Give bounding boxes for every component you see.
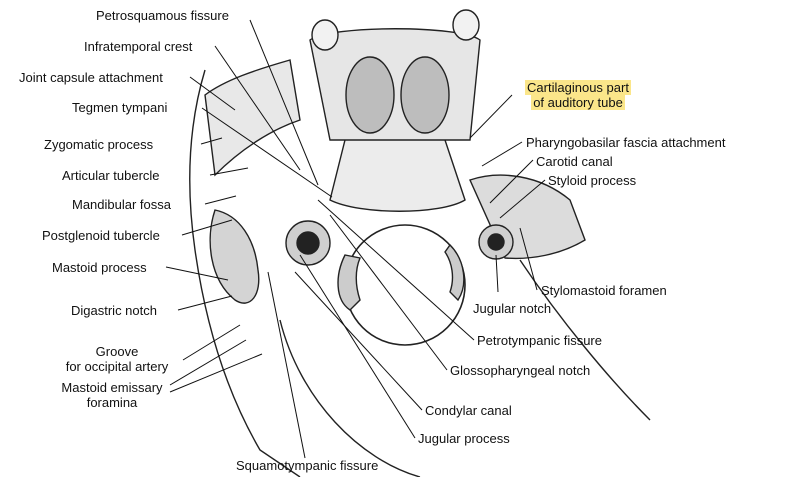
leader-mastoid-process: [165, 266, 229, 281]
label-petrotympanic-fissure: Petrotympanic fissure: [477, 333, 602, 348]
label-tegmen-tympani: Tegmen tympani: [72, 100, 168, 115]
label-mastoid-emissary-line1: Mastoid emissary: [61, 380, 163, 395]
label-postglenoid-tubercle: Postglenoid tubercle: [42, 228, 160, 243]
leader-squamotympanic-fissure: [267, 271, 306, 459]
label-mastoid-process: Mastoid process: [52, 260, 147, 275]
leader-mastoid-emissary-2: [169, 353, 263, 393]
label-carotid-canal: Carotid canal: [536, 154, 613, 169]
label-petrosquamous-fissure: Petrosquamous fissure: [96, 8, 229, 23]
label-mandibular-fossa: Mandibular fossa: [72, 197, 171, 212]
label-cartilaginous-part-of-auditory-tube: Cartilaginous part of auditory tube: [513, 80, 643, 110]
label-joint-capsule-attachment: Joint capsule attachment: [19, 70, 163, 85]
leader-articular-tubercle: [209, 167, 249, 176]
choana-left: [345, 56, 395, 134]
basilar-part: [329, 128, 466, 212]
label-mastoid-emissary-foramina: Mastoid emissary foramina: [54, 380, 170, 410]
label-groove-for-occipital-artery: Groove for occipital artery: [46, 344, 188, 374]
leader-postglenoid-tubercle: [181, 219, 233, 236]
occipital-condyle-left: [337, 254, 361, 311]
leader-infratemporal-crest: [214, 45, 301, 171]
occipital-condyle-right: [444, 243, 465, 302]
leader-groove: [182, 324, 241, 361]
zygomatic-arch: [204, 59, 301, 177]
label-pharyngobasilar-fascia-attachment: Pharyngobasilar fascia attachment: [526, 135, 726, 150]
label-glossopharyngeal-notch: Glossopharyngeal notch: [450, 363, 591, 378]
leader-jugular-notch: [495, 254, 499, 293]
leader-pharyngobasilar: [481, 141, 523, 167]
label-groove-line2: for occipital artery: [65, 359, 169, 374]
choana-right: [400, 56, 450, 134]
leader-mandibular-fossa: [204, 195, 237, 205]
label-stylomastoid-foramen: Stylomastoid foramen: [541, 283, 667, 298]
leader-carotid-canal: [489, 159, 534, 204]
label-digastric-notch: Digastric notch: [71, 303, 157, 318]
leader-joint-capsule-attachment: [189, 76, 236, 111]
leader-jugular-process: [299, 254, 416, 439]
leader-petrosquamous-fissure: [249, 19, 319, 186]
leader-glossopharyngeal-notch: [329, 214, 448, 371]
label-condylar-canal: Condylar canal: [425, 403, 512, 418]
leader-stylomastoid-foramen: [519, 227, 538, 291]
tooth-left: [311, 19, 339, 51]
ear-canal-inner: [296, 231, 320, 255]
label-jugular-notch: Jugular notch: [473, 301, 552, 316]
label-styloid-process: Styloid process: [548, 173, 637, 188]
choanae-region: [309, 28, 481, 141]
label-infratemporal-crest: Infratemporal crest: [84, 39, 193, 54]
label-cartilaginous-line2: of auditory tube: [531, 95, 625, 110]
leader-styloid-process: [499, 179, 546, 219]
skull-outline-left: [189, 69, 301, 477]
label-articular-tubercle: Articular tubercle: [62, 168, 160, 183]
leader-lines: [165, 19, 546, 459]
label-groove-line1: Groove: [95, 344, 139, 359]
jugular-foramen-right-inner: [487, 233, 505, 251]
leader-condylar-canal: [294, 271, 423, 411]
label-cartilaginous-line1: Cartilaginous part: [525, 80, 631, 95]
leader-cartilaginous-part: [469, 94, 513, 139]
leader-mastoid-emissary-1: [169, 339, 247, 386]
leader-tegmen-tympani: [201, 107, 333, 198]
label-zygomatic-process: Zygomatic process: [44, 137, 154, 152]
leader-digastric-notch: [177, 295, 233, 311]
mastoid-shape: [209, 209, 260, 304]
label-jugular-process: Jugular process: [418, 431, 510, 446]
tooth-right: [452, 9, 480, 41]
leader-zygomatic-process: [200, 137, 223, 145]
label-mastoid-emissary-line2: foramina: [86, 395, 138, 410]
label-squamotympanic-fissure: Squamotympanic fissure: [236, 458, 379, 473]
foramen-magnum: [344, 224, 466, 346]
leader-petrotympanic-fissure: [317, 199, 475, 341]
